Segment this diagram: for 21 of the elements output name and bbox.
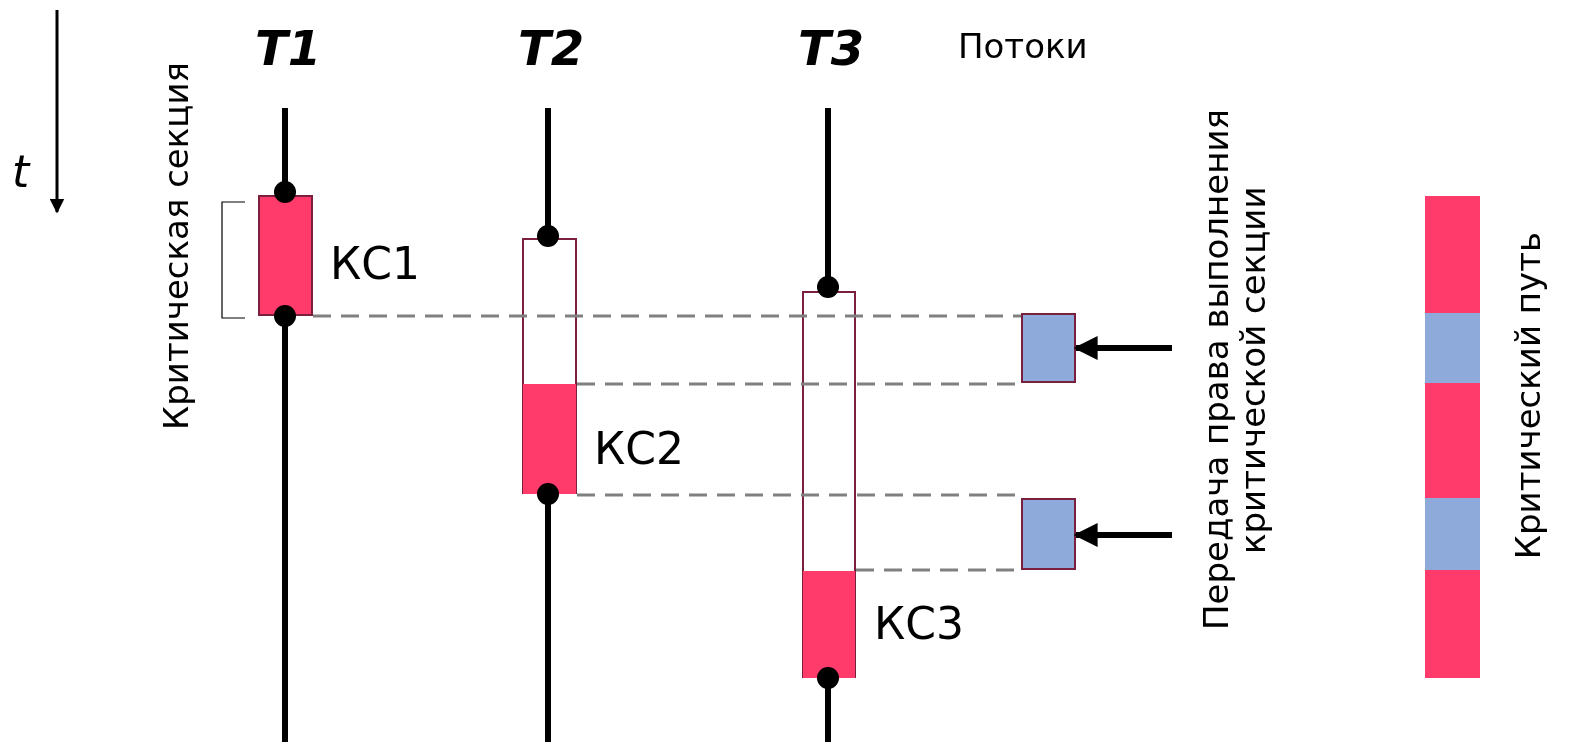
- critical-section-bar: [523, 384, 576, 494]
- critical-section-bar: [803, 571, 855, 678]
- annotation: Критический путь: [1510, 232, 1548, 560]
- critical-section-bar: [258, 195, 313, 316]
- thread-name: T3: [798, 22, 865, 75]
- dashed-connector: [313, 314, 1021, 318]
- thread-interval-box: [802, 291, 856, 678]
- handoff-box: [1021, 498, 1076, 570]
- thread-name: T2: [518, 22, 585, 75]
- bracket-label: Критическая секция: [158, 62, 196, 430]
- handoff-box: [1021, 313, 1076, 383]
- thread-name: T1: [255, 22, 322, 75]
- section-label: КС1: [330, 240, 420, 289]
- annotation: Передача права выполнения критической секции: [1198, 108, 1273, 633]
- arrow: [1073, 336, 1172, 360]
- axis-label: t: [12, 148, 30, 197]
- section-label: КС3: [874, 600, 964, 649]
- arrow: [1073, 523, 1172, 547]
- heading: Потоки: [958, 28, 1088, 66]
- section-label: КС2: [594, 425, 684, 474]
- thread-interval-box: [522, 238, 577, 494]
